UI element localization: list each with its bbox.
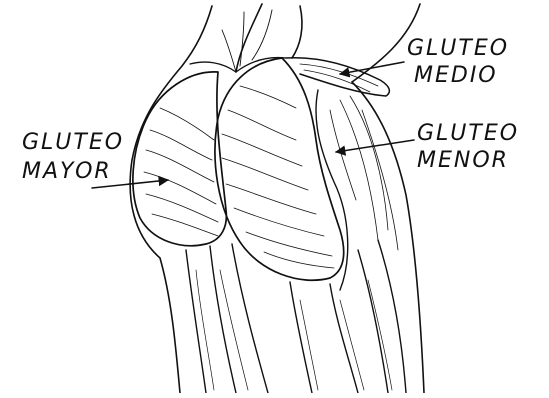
label-gluteo-menor-line2: MENOR [417, 148, 509, 174]
gluteus-maximus-left [133, 72, 226, 246]
gluteus-maximus-right [215, 58, 344, 280]
label-gluteo-medio-line2: MEDIO [414, 63, 498, 89]
gluteus-medius [286, 58, 389, 96]
gluteus-minimus [316, 90, 398, 290]
label-gluteo-mayor-line1: GLUTEO [22, 130, 124, 156]
label-gluteo-mayor-line2: MAYOR [22, 159, 112, 185]
label-gluteo-medio-line1: GLUTEO [407, 36, 509, 62]
body-outline [130, 4, 424, 393]
thigh-muscles [186, 240, 406, 393]
label-gluteo-menor-line1: GLUTEO [417, 121, 519, 147]
